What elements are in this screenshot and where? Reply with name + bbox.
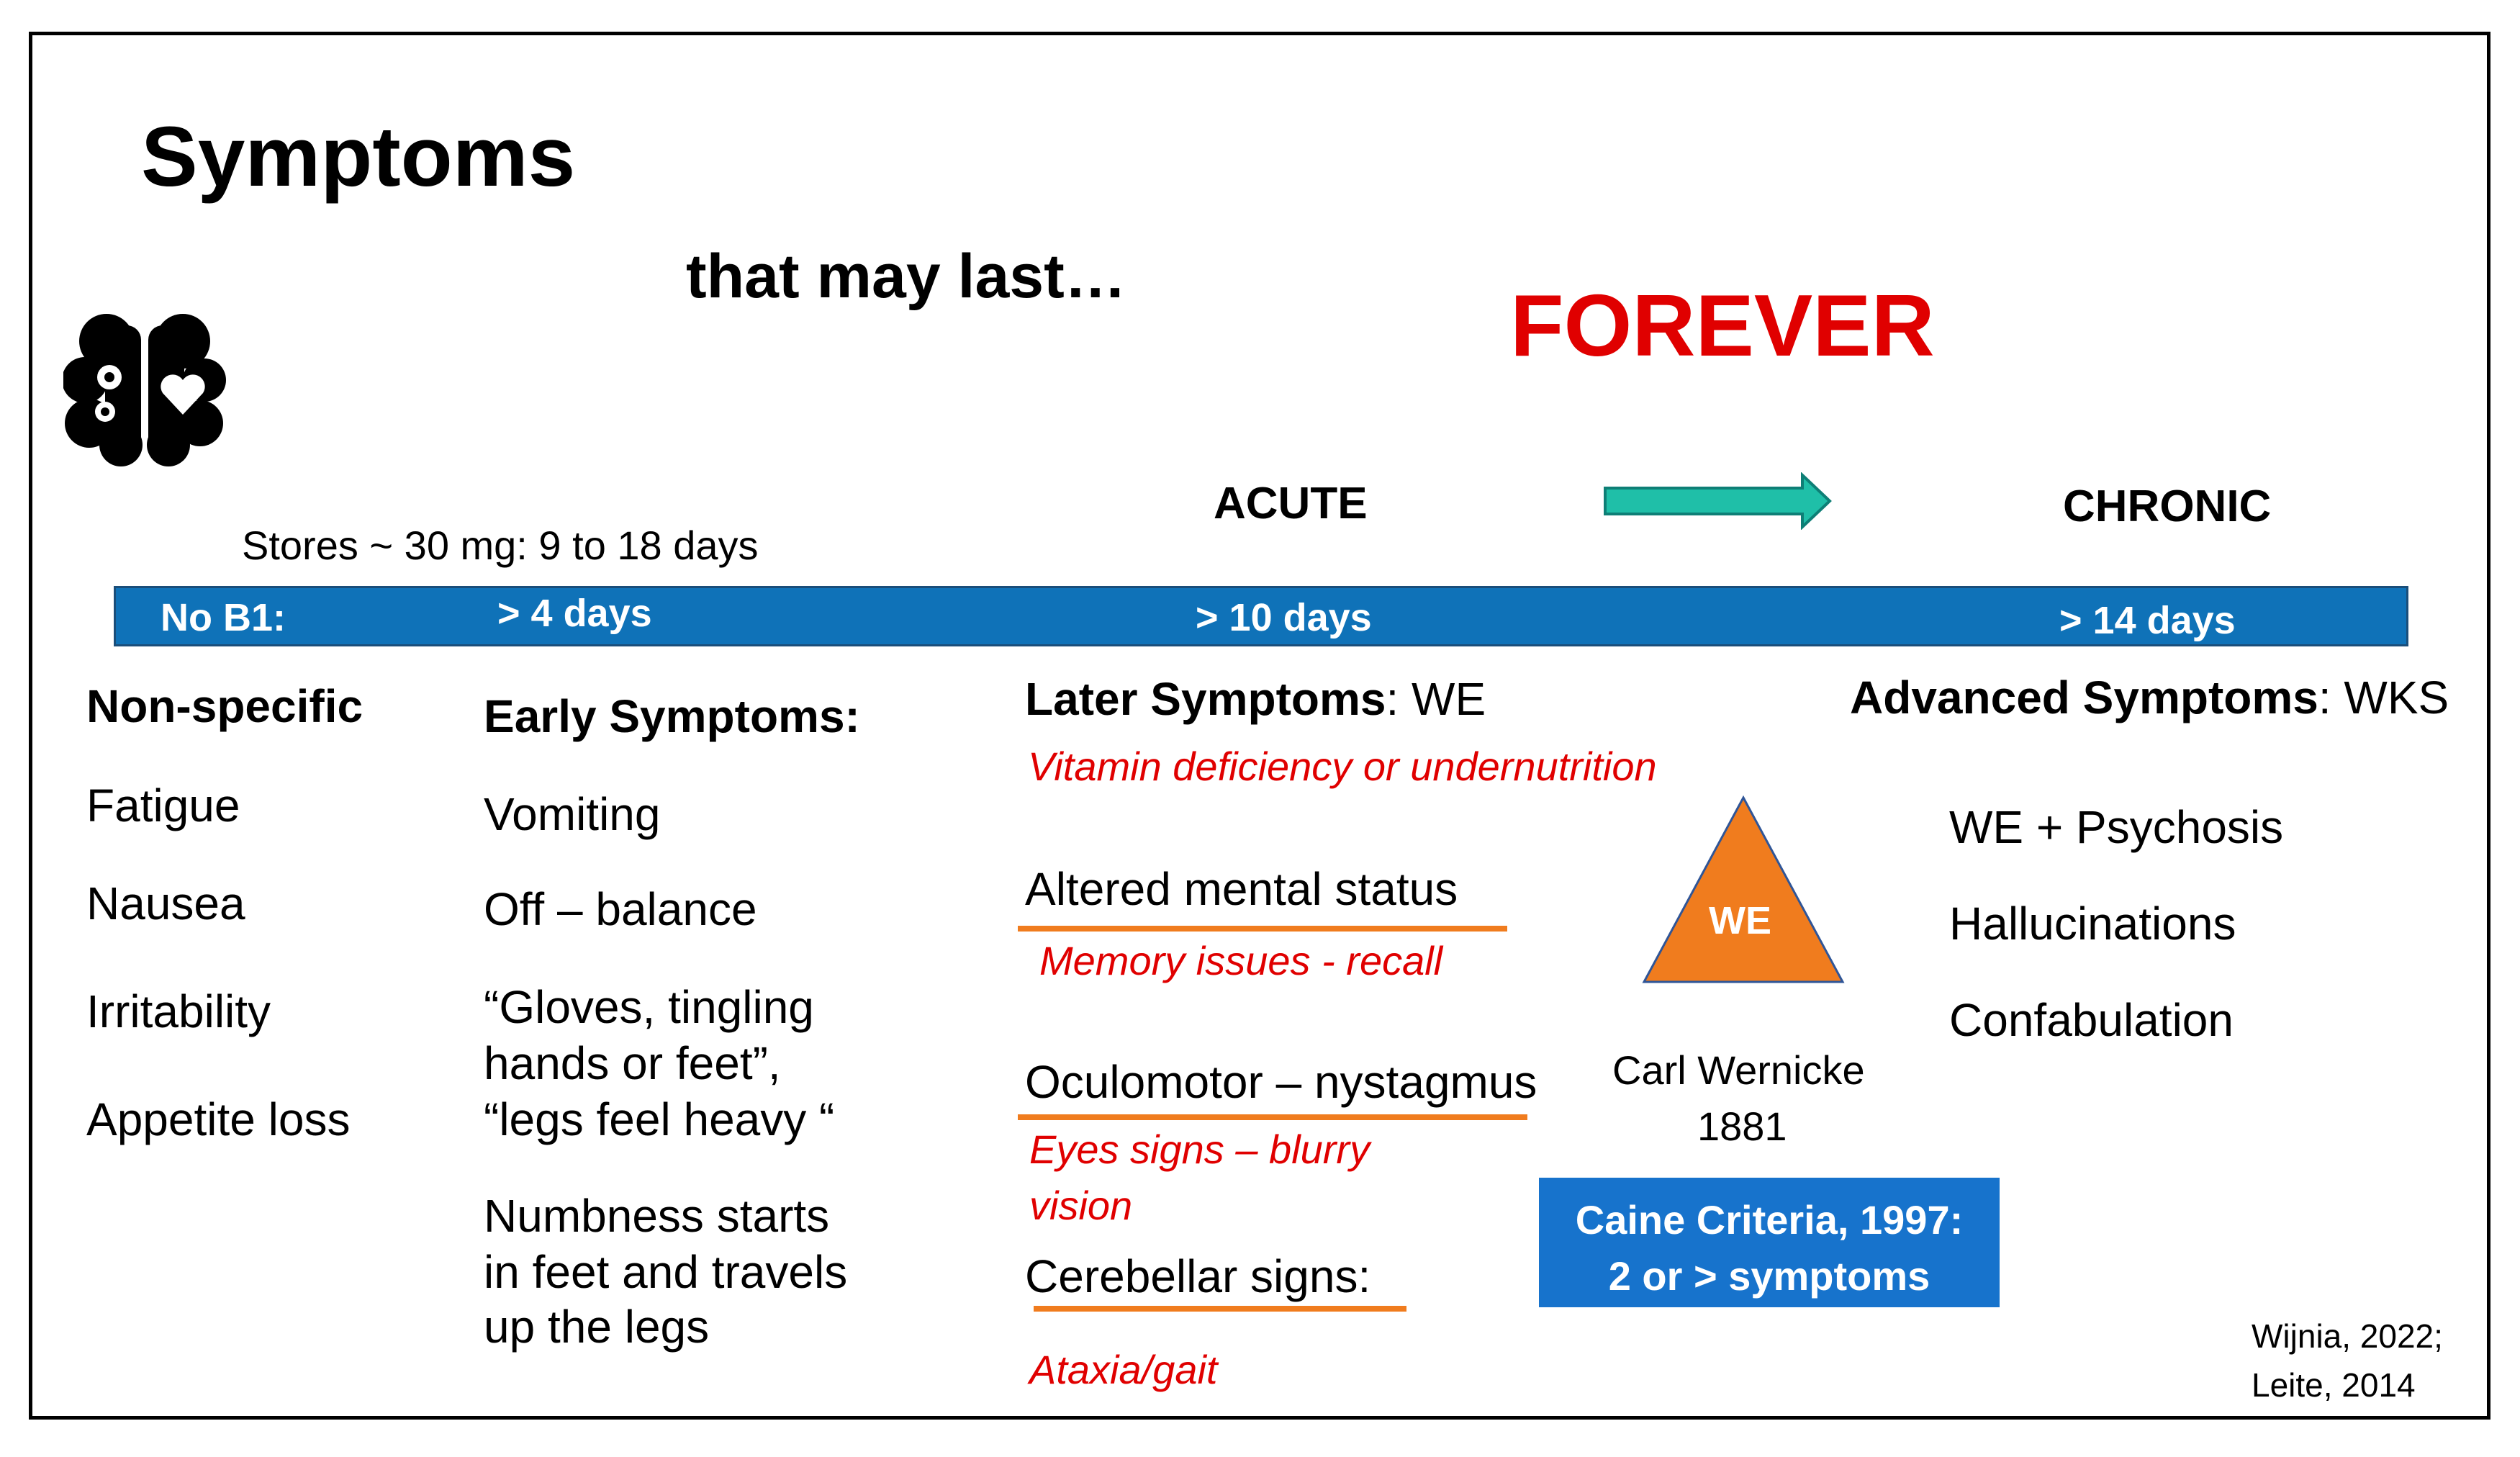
advanced-item: Hallucinations [1949,898,2236,949]
stores-text: Stores ~ 30 mg: 9 to 18 days [242,523,759,568]
advanced-heading-suffix: : WKS [2318,672,2449,723]
early-item: “legs feel heavy “ [484,1093,835,1145]
we-triangle [1642,795,1845,983]
caine-line-2: 2 or > symptoms [1608,1253,1930,1299]
later-item: Cerebellar signs: [1025,1250,1371,1302]
underline [1034,1306,1406,1312]
advanced-heading-bold: Advanced Symptoms [1850,672,2318,723]
early-item: in feet and travels [484,1246,848,1298]
person-name: Carl Wernicke [1612,1047,1865,1093]
later-heading-bold: Later Symptoms [1025,673,1386,725]
later-note: Eyes signs – blurry [1029,1127,1370,1172]
forever-text: FOREVER [1510,276,1935,374]
later-heading-suffix: : WE [1386,673,1486,725]
later-item: Altered mental status [1025,863,1458,915]
timeline-4-days: > 4 days [497,592,652,635]
later-note: vision [1029,1183,1133,1228]
we-triangle-label: WE [1709,899,1771,942]
later-cause: Vitamin deficiency or undernutrition [1028,744,1657,789]
underline [1018,926,1507,932]
nonspecific-heading: Non-specific [86,680,363,732]
timeline-14-days: > 14 days [2059,599,2236,642]
caine-criteria-badge: Caine Criteria, 1997: 2 or > symptoms [1539,1178,2000,1307]
timeline-label: No B1: [161,596,286,639]
person-year: 1881 [1697,1104,1787,1149]
early-item: Off – balance [484,883,757,935]
early-item: Numbness starts [484,1190,830,1242]
slide-frame [29,32,2490,1420]
advanced-item: WE + Psychosis [1949,801,2284,853]
later-heading: Later Symptoms: WE [1025,672,1486,726]
brain-icon [63,314,226,466]
right-arrow-icon [1604,472,1832,530]
citation-line: Leite, 2014 [2252,1366,2416,1404]
stage-acute: ACUTE [1214,479,1368,528]
advanced-item: Confabulation [1949,994,2234,1046]
early-item: up the legs [484,1301,710,1353]
later-item: Oculomotor – nystagmus [1025,1056,1537,1108]
advanced-heading: Advanced Symptoms: WKS [1850,671,2449,724]
later-note: Ataxia/gait [1029,1347,1218,1392]
heart-icon [161,374,205,415]
nonspecific-item: Irritability [86,985,271,1037]
citation-line: Wijnia, 2022; [2252,1317,2443,1355]
nonspecific-item: Nausea [86,878,245,929]
underline [1018,1114,1527,1120]
slide-subtitle: that may last… [686,242,1126,311]
early-item: Vomiting [484,788,661,840]
timeline-bar: No B1: > 4 days > 10 days > 14 days [114,586,2408,646]
later-note: Memory issues - recall [1039,938,1443,983]
nonspecific-item: Appetite loss [86,1093,351,1145]
early-heading: Early Symptoms: [484,690,860,742]
nonspecific-item: Fatigue [86,780,240,831]
timeline-10-days: > 10 days [1196,596,1372,639]
stage-chronic: CHRONIC [2063,482,2272,531]
early-item: “Gloves, tingling [484,981,814,1033]
caine-line-1: Caine Criteria, 1997: [1575,1197,1964,1242]
slide-title: Symptoms [141,109,576,204]
early-item: hands or feet”, [484,1037,781,1089]
